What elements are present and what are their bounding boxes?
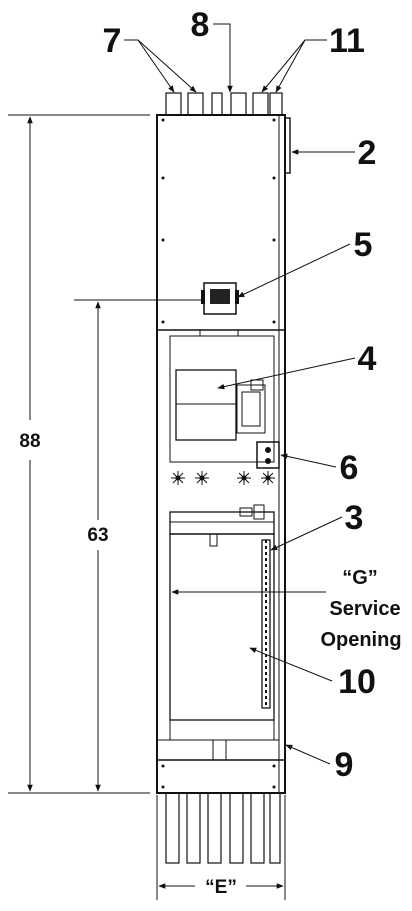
bottom-conduits [165,792,281,864]
dimension-88-label: 88 [19,431,40,452]
callout-7: 7 [103,22,122,60]
fastener-dots [161,118,276,789]
connection-stars [171,471,275,485]
dimension-e [156,795,286,900]
top-conduits [165,92,283,116]
callout-8: 8 [191,6,210,44]
callout-2: 2 [358,134,377,172]
callout-10: 10 [338,663,376,701]
terminal-block [256,441,280,469]
leader-lines [124,23,356,765]
dimension-63-label: 63 [87,525,108,546]
callout-11: 11 [329,22,365,60]
callout-9: 9 [335,746,354,784]
dimension-e-label: “E” [205,877,237,898]
service-opening-word2: Opening [320,629,401,651]
dimension-63 [74,299,204,792]
service-opening-g: “G” [342,567,378,589]
dimension-88 [8,114,150,794]
display-module [201,282,239,315]
heater-element [261,539,271,709]
callout-3: 3 [345,499,364,537]
door-handle [284,117,291,174]
service-opening-word: Service [329,598,400,620]
callout-6: 6 [340,449,359,487]
callout-5: 5 [354,226,373,264]
callout-4: 4 [358,340,377,378]
interior-lower [169,504,275,761]
